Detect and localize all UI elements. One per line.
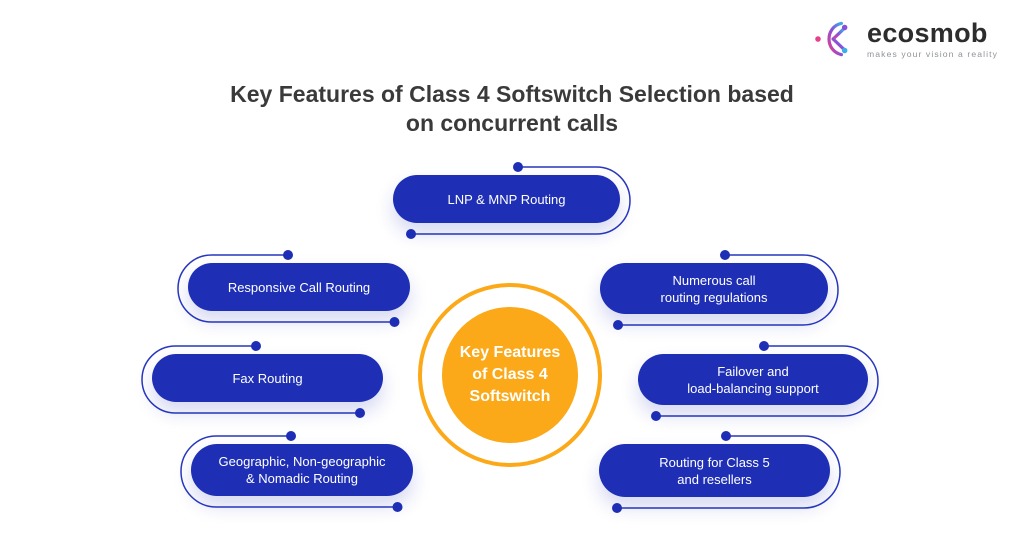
feature-pill: LNP & MNP Routing (393, 175, 620, 223)
center-circle-line2: of Class 4 (472, 366, 548, 383)
feature-label: Responsive Call Routing (227, 279, 371, 295)
brand-name: ecosmob (867, 18, 988, 48)
feature-pill: Numerous call routing regulations (600, 263, 828, 314)
feature-responsive-call-routing: Responsive Call Routing (174, 247, 424, 329)
feature-pill: Fax Routing (152, 354, 383, 402)
brand-logo: ecosmob makes your vision a reality (812, 16, 998, 62)
feature-label-line2: load-balancing support (687, 380, 819, 396)
feature-label-line1: Numerous call (672, 272, 756, 288)
brand-tagline: makes your vision a reality (867, 49, 998, 59)
connector-outline (180, 431, 403, 512)
feature-pill: Geographic, Non-geographic & Nomadic Rou… (191, 444, 413, 496)
feature-pill: Responsive Call Routing (188, 263, 410, 311)
connector-outline (651, 341, 879, 421)
feature-label-line1: Routing for Class 5 (659, 454, 770, 470)
center-circle-line1: Key Features (459, 344, 561, 361)
feature-failover-load-balancing: Failover and load-balancing support (624, 338, 882, 423)
feature-label-line1: Failover and (717, 363, 789, 379)
page-title: Key Features of Class 4 Softswitch Selec… (0, 80, 1024, 138)
page-title-line1: Key Features of Class 4 Softswitch Selec… (230, 81, 794, 107)
center-circle-label: Key Features of Class 4 Softswitch (410, 275, 610, 475)
feature-pill: Routing for Class 5 and resellers (599, 444, 830, 497)
feature-label-line1: Geographic, Non-geographic (218, 454, 386, 469)
feature-label-line2: routing regulations (660, 289, 768, 305)
connector-outline (613, 250, 839, 330)
feature-label: Fax Routing (232, 370, 303, 386)
connector-outline (612, 431, 841, 513)
brand-text: ecosmob makes your vision a reality (867, 19, 998, 59)
connector-outline (141, 341, 365, 418)
feature-pill: Failover and load-balancing support (638, 354, 868, 405)
feature-fax-routing: Fax Routing (138, 338, 397, 420)
feature-geographic-routing: Geographic, Non-geographic & Nomadic Rou… (177, 428, 427, 514)
feature-label-line2: & Nomadic Routing (246, 471, 358, 486)
page-title-line2: on concurrent calls (405, 110, 619, 136)
feature-label: LNP & MNP Routing (447, 191, 566, 207)
feature-label-line2: and resellers (677, 471, 752, 487)
center-circle: Key Features of Class 4 Softswitch (410, 275, 610, 475)
center-circle-ring (418, 283, 602, 467)
center-circle-line3: Softswitch (469, 388, 551, 405)
connector-outline (406, 162, 631, 239)
feature-routing-class5-resellers: Routing for Class 5 and resellers (585, 428, 844, 515)
feature-numerous-routing-regulations: Numerous call routing regulations (586, 247, 842, 332)
feature-lnp-mnp-routing: LNP & MNP Routing (379, 159, 634, 241)
ecosmob-logo-icon (815, 21, 848, 57)
connector-outline (177, 250, 400, 327)
